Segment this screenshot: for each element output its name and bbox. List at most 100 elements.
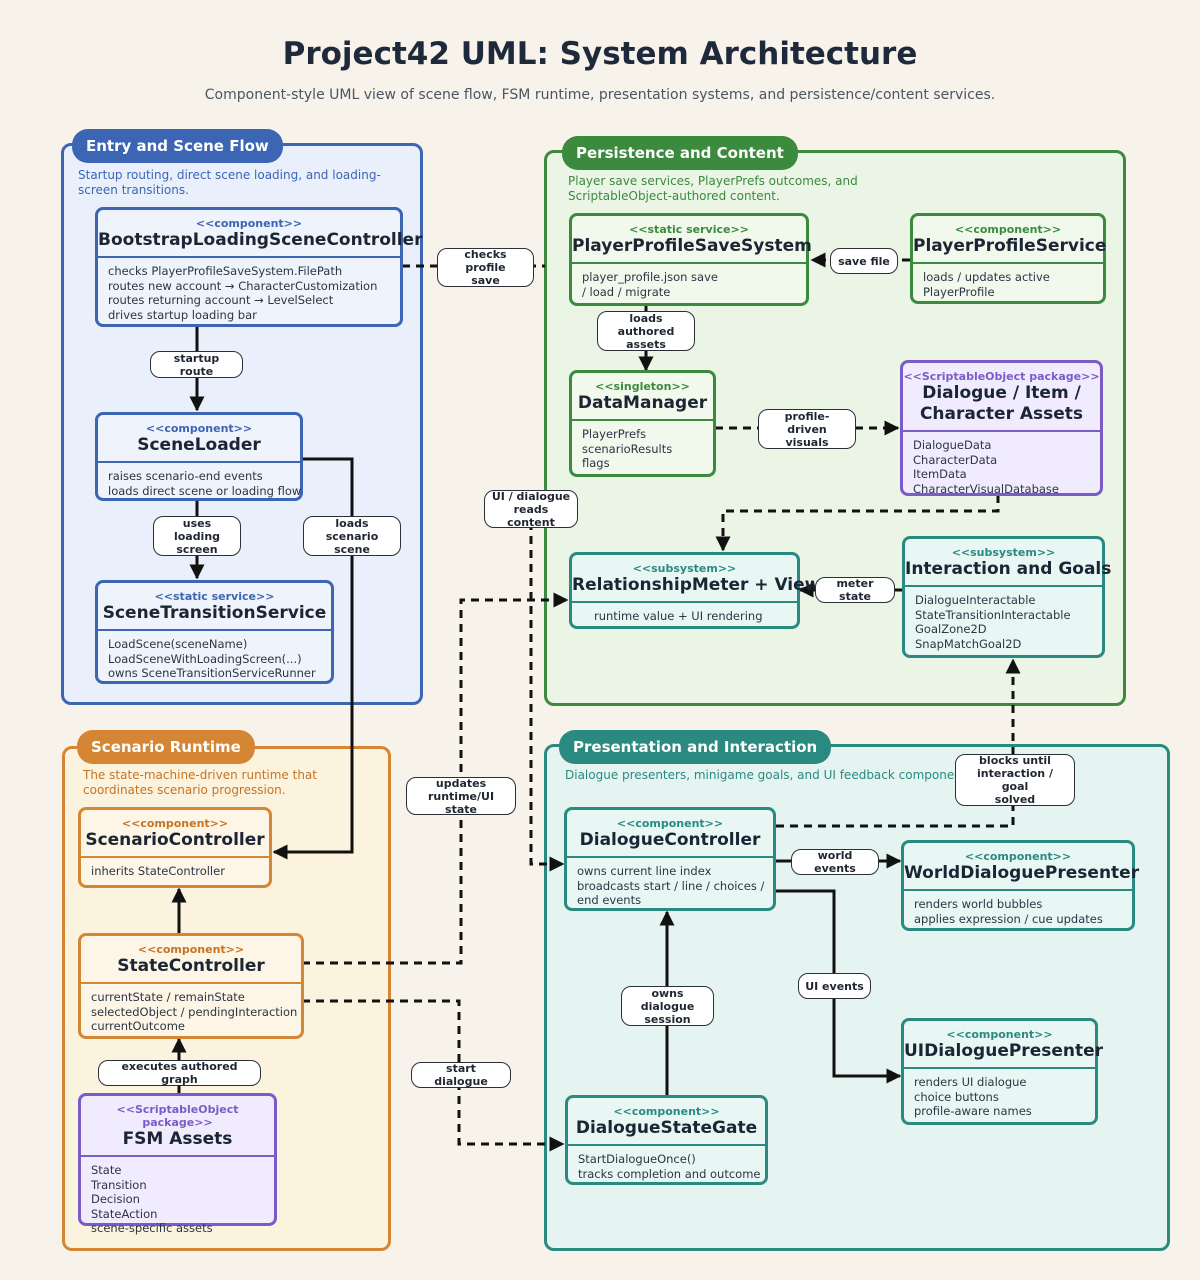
attr: runtime value + UI rendering — [594, 609, 763, 623]
attr: currentState / remainState — [91, 990, 245, 1004]
attr: PlayerPrefs — [582, 427, 647, 441]
group-desc-persistence: Player save services, PlayerPrefs outcom… — [568, 174, 858, 203]
group-title-scenario: Scenario Runtime — [77, 730, 255, 764]
attr: profile-aware names — [914, 1104, 1032, 1118]
component-world-dialogue-presenter[interactable]: <<component>> WorldDialoguePresenter ren… — [901, 840, 1140, 931]
edge-label-executes-graph: executes authored graph — [98, 1060, 261, 1086]
component-scene-loader[interactable]: <<component>> SceneLoader raises scenari… — [95, 412, 303, 501]
attr: routes new account → CharacterCustomizat… — [108, 278, 378, 293]
stereotype: <<component>> — [145, 422, 253, 435]
attr: raises scenario-end events — [108, 469, 263, 483]
group-title-presentation: Presentation and Interaction — [559, 730, 832, 764]
component-state-controller[interactable]: <<component>> StateController currentSta… — [78, 933, 304, 1039]
component-name: UIDialoguePresenter — [904, 1041, 1104, 1061]
component-name: WorldDialoguePresenter — [904, 863, 1140, 883]
component-dialogue-state-gate[interactable]: <<component>> DialogueStateGate StartDia… — [565, 1095, 768, 1185]
component-data-manager[interactable]: <<singleton>> DataManager PlayerPrefs sc… — [569, 370, 716, 477]
attr: tracks completion and outcome — [578, 1166, 761, 1181]
attr: renders UI dialogue — [914, 1075, 1027, 1089]
edge-label-save-file: save file — [830, 248, 898, 274]
attr: selectedObject / pendingInteraction — [91, 1004, 298, 1019]
component-player-profile-save-system[interactable]: <<static service>> PlayerProfileSaveSyst… — [569, 213, 812, 306]
component-name: SceneTransitionService — [102, 603, 327, 623]
edge-label-startup-route: startup route — [150, 351, 243, 378]
component-name: Dialogue / Item / — [922, 383, 1081, 403]
stereotype: <<subsystem>> — [951, 546, 1056, 559]
attr: loads / updates active — [923, 270, 1050, 284]
group-title-persistence: Persistence and Content — [562, 136, 798, 170]
component-name: Character Assets — [919, 404, 1084, 424]
component-name: RelationshipMeter + View — [572, 575, 821, 595]
group-desc-presentation: Dialogue presenters, minigame goals, and… — [565, 768, 977, 782]
stereotype: <<component>> — [613, 1105, 720, 1118]
edge-label-world-events: world events — [791, 849, 879, 875]
stereotype: <<subsystem>> — [632, 562, 737, 575]
page-subtitle: Component-style UML view of scene flow, … — [204, 87, 996, 103]
attr: Transition — [91, 1177, 147, 1192]
attr: StateAction — [91, 1206, 158, 1221]
stereotype: <<component>> — [137, 943, 245, 956]
stereotype: <<static service>> — [154, 590, 275, 603]
attr: / load / migrate — [582, 284, 671, 299]
component-interaction-and-goals[interactable]: <<subsystem>> Interaction and Goals Dial… — [902, 536, 1112, 658]
component-dialogue-controller[interactable]: <<component>> DialogueController owns cu… — [564, 807, 776, 911]
attr: owns current line index — [577, 864, 712, 878]
attr: flags — [582, 456, 610, 470]
attr: CharacterVisualDatabase — [913, 481, 1059, 496]
attr: scene-specific assets — [91, 1221, 213, 1235]
attr: choice buttons — [914, 1089, 999, 1104]
attr: DialogueInteractable — [915, 593, 1036, 607]
group-desc-entry: Startup routing, direct scene loading, a… — [78, 168, 381, 197]
component-player-profile-service[interactable]: <<component>> PlayerProfileService loads… — [910, 213, 1106, 304]
stereotype: <<component>> — [964, 850, 1072, 863]
component-name: BootstrapLoadingSceneController — [98, 230, 423, 250]
attr: owns SceneTransitionServiceRunner — [108, 666, 316, 680]
stereotype: <<singleton>> — [595, 380, 690, 393]
component-scenario-controller[interactable]: <<component>> ScenarioController inherit… — [78, 807, 272, 888]
component-relationship-meter-view[interactable]: <<subsystem>> RelationshipMeter + View r… — [569, 552, 821, 629]
component-bootstrap-loading-scene-controller[interactable]: <<component>> BootstrapLoadingSceneContr… — [95, 207, 423, 327]
attr: State — [91, 1163, 122, 1177]
attr: checks PlayerProfileSaveSystem.FilePath — [108, 264, 343, 278]
edge-loads-scenario — [272, 457, 354, 860]
attr: currentOutcome — [91, 1019, 185, 1033]
attr: loads direct scene or loading flow — [108, 483, 302, 498]
stereotype: <<static service>> — [629, 223, 749, 236]
attr: Decision — [91, 1192, 140, 1206]
attr: LoadSceneWithLoadingScreen(...) — [108, 651, 302, 666]
attr: player_profile.json save — [582, 270, 718, 284]
component-name: DataManager — [577, 393, 708, 413]
attr: CharacterData — [913, 452, 998, 467]
attr: routes returning account → LevelSelect — [108, 293, 334, 307]
page-title: Project42 UML: System Architecture — [282, 36, 918, 72]
edge-assets-to-meter — [715, 495, 1000, 552]
component-dialogue-item-character-assets[interactable]: <<ScriptableObject package>> Dialogue / … — [900, 360, 1103, 496]
stereotype: <<component>> — [195, 217, 303, 230]
component-name: DialogueController — [579, 830, 761, 850]
attr: ItemData — [913, 467, 967, 481]
attr: SnapMatchGoal2D — [915, 636, 1022, 651]
component-fsm-assets[interactable]: <<ScriptableObject package>> FSM Assets … — [78, 1093, 277, 1235]
attr: drives startup loading bar — [108, 307, 257, 322]
component-name: DialogueStateGate — [575, 1118, 758, 1138]
edge-ui-dialogue-reads — [529, 522, 565, 872]
component-name: PlayerProfileSaveSystem — [572, 236, 812, 256]
component-scene-transition-service[interactable]: <<static service>> SceneTransitionServic… — [95, 580, 334, 684]
component-name: Interaction and Goals — [905, 559, 1112, 579]
component-ui-dialogue-presenter[interactable]: <<component>> UIDialoguePresenter render… — [901, 1018, 1104, 1125]
group-desc-scenario: The state-machine-driven runtime that co… — [83, 768, 317, 797]
stereotype: <<component>> — [946, 1028, 1053, 1041]
attr: broadcasts start / line / choices / — [577, 878, 765, 893]
attr: end events — [577, 893, 642, 907]
component-name: StateController — [117, 956, 265, 976]
attr: inherits StateController — [91, 864, 225, 878]
stereotype: <<ScriptableObject package>> — [903, 370, 1100, 383]
component-name: FSM Assets — [122, 1129, 233, 1149]
attr: applies expression / cue updates — [914, 911, 1103, 926]
edge-label-meter-state: meter state — [815, 577, 895, 603]
attr: renders world bubbles — [914, 897, 1043, 911]
